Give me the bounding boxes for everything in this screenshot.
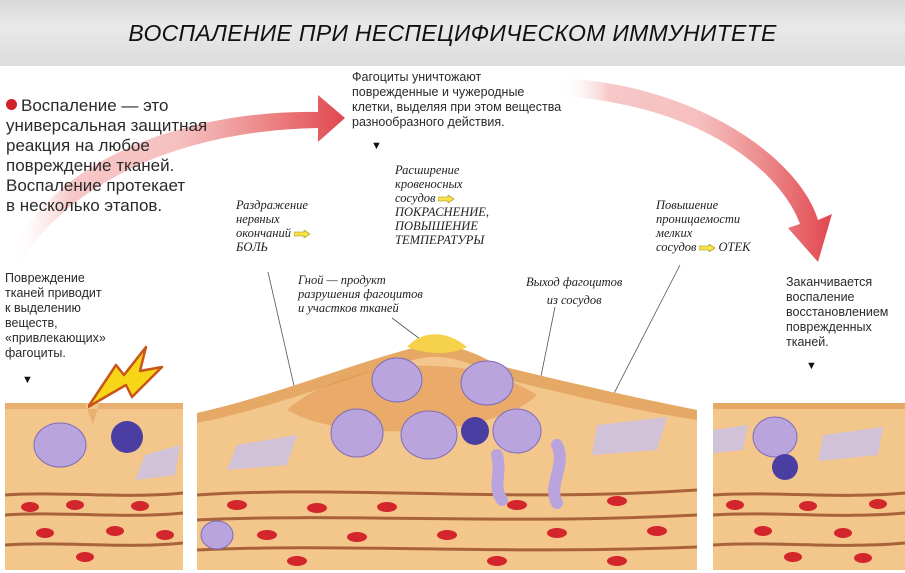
phagocyte <box>492 408 542 454</box>
phagocytes-note: Фагоциты уничтожают поврежденные и чужер… <box>352 70 562 129</box>
red-blood-cell <box>21 502 39 512</box>
red-blood-cell <box>869 499 887 509</box>
page-title: ВОСПАЛЕНИЕ ПРИ НЕСПЕЦИФИЧЕСКОМ ИММУНИТЕТ… <box>128 20 777 46</box>
phagocyte <box>752 416 798 458</box>
end-text: Заканчивается воспаление восстановлением… <box>786 275 889 349</box>
phagocyte <box>460 360 514 406</box>
down-triangle-icon: ▼ <box>806 360 817 372</box>
down-triangle-icon: ▼ <box>371 140 382 152</box>
red-blood-cell <box>607 556 627 566</box>
red-blood-cell <box>227 500 247 510</box>
red-blood-cell <box>106 526 124 536</box>
red-blood-cell <box>36 528 54 538</box>
red-blood-cell <box>131 501 149 511</box>
phagocyte <box>400 410 458 460</box>
title-bar <box>0 0 905 66</box>
red-blood-cell <box>547 528 567 538</box>
panel-restored <box>713 403 905 570</box>
red-blood-cell <box>507 500 527 510</box>
vessels-label: Расширение кровеносных сосудов ПОКРАСНЕН… <box>395 163 490 247</box>
red-blood-cell <box>784 552 802 562</box>
exit-label: Выход фагоцитов из сосудов <box>526 275 623 307</box>
red-blood-cell <box>377 502 397 512</box>
yellow-arrow-icon <box>699 244 716 253</box>
red-blood-cell <box>257 530 277 540</box>
red-blood-cell <box>307 503 327 513</box>
panel-damage <box>5 403 183 570</box>
panel-inflammation <box>197 334 697 570</box>
nucleus-cell <box>461 417 489 445</box>
red-blood-cell <box>647 526 667 536</box>
red-blood-cell <box>287 556 307 566</box>
red-blood-cell <box>156 530 174 540</box>
red-blood-cell <box>754 526 772 536</box>
intro-text: Воспаление — это универсальная защитная … <box>6 96 208 215</box>
red-blood-cell <box>76 552 94 562</box>
pus-label: Гной — продукт разрушения фагоцитов и уч… <box>298 273 423 315</box>
yellow-arrow-icon <box>438 195 455 204</box>
bullet-dot <box>6 99 17 110</box>
red-blood-cell <box>799 501 817 511</box>
phagocyte <box>33 422 87 468</box>
red-blood-cell <box>487 556 507 566</box>
nucleus-cell <box>111 421 143 453</box>
pus-drop <box>407 334 467 353</box>
lightning-icon <box>88 345 164 409</box>
red-blood-cell <box>726 500 744 510</box>
red-blood-cell <box>607 496 627 506</box>
red-blood-cell <box>834 528 852 538</box>
red-blood-cell <box>437 530 457 540</box>
damage-text: Повреждение тканей приводит к выделению … <box>5 271 106 360</box>
yellow-arrow-icon <box>294 230 310 239</box>
down-triangle-icon: ▼ <box>22 374 33 386</box>
red-blood-cell <box>347 532 367 542</box>
phagocyte <box>330 408 384 458</box>
nerve-label: Раздражение нервных окончаний БОЛЬ <box>236 198 313 254</box>
red-blood-cell <box>854 553 872 563</box>
tissue-surface <box>5 403 183 425</box>
nucleus-cell <box>772 454 798 480</box>
tissue <box>5 403 183 570</box>
red-blood-cell <box>66 500 84 510</box>
phagocyte <box>371 357 423 403</box>
